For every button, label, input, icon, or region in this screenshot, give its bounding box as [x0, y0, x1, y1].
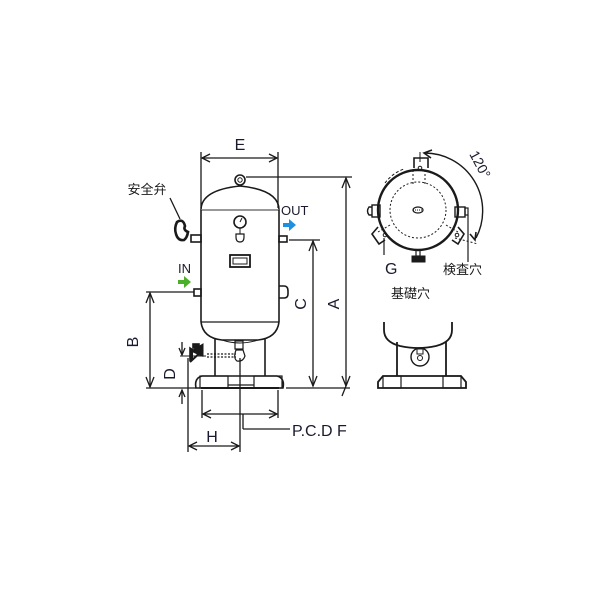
tank-top-head: [200, 185, 280, 211]
front-view: [169, 174, 289, 389]
safety-valve-label: 安全弁: [127, 182, 166, 198]
top-view: [366, 149, 484, 263]
safety-valve-icon: [173, 219, 190, 242]
name-plate: [229, 254, 251, 268]
out-arrow-icon: [283, 219, 296, 231]
in-label: IN: [178, 261, 191, 276]
pcd-label: P.C.D F: [292, 423, 347, 440]
dim-label-c: C: [293, 298, 310, 310]
inspection-hole-label: 検査穴: [443, 263, 482, 278]
dim-label-h: H: [206, 429, 218, 446]
tank-bottom-head: [200, 321, 280, 341]
dim-label-g: G: [385, 261, 397, 278]
dim-label-b: B: [125, 337, 142, 348]
out-label: OUT: [281, 203, 309, 218]
foundation-hole-label: 基礎穴: [391, 287, 430, 302]
side-view: [377, 322, 467, 389]
dim-label-a: A: [326, 298, 343, 309]
lifting-eye-icon: [234, 174, 246, 186]
dim-label-e: E: [235, 137, 246, 154]
dim-label-d: D: [162, 368, 179, 380]
in-arrow-icon: [178, 276, 191, 288]
dimension-lines: [145, 152, 352, 452]
